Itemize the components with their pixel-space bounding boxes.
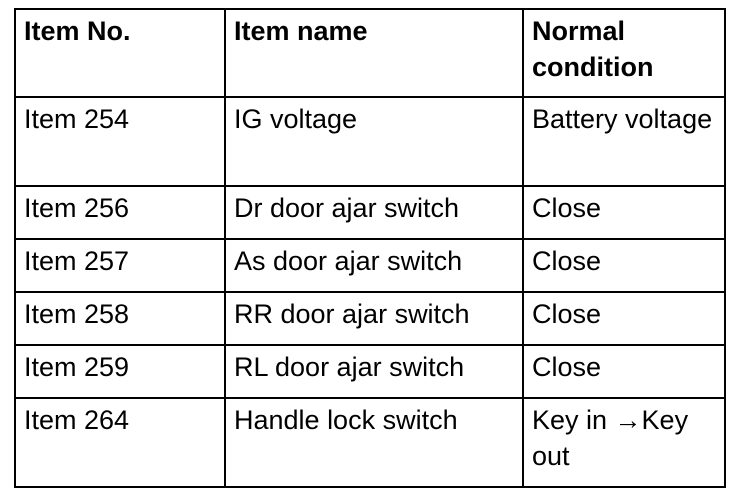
- cell-item-no: Item 257: [14, 238, 226, 293]
- table-row: Item 264 Handle lock switch Key in →Key …: [14, 397, 726, 488]
- cell-item-no: Item 254: [14, 96, 226, 187]
- table-row: Item 257 As door ajar switch Close: [14, 238, 726, 293]
- cell-condition: Battery voltage: [522, 96, 726, 187]
- item-table: Item No. Item name Normal condition Item…: [14, 8, 726, 488]
- header-item-name: Item name: [224, 8, 524, 98]
- cell-item-no: Item 259: [14, 344, 226, 399]
- cell-item-no: Item 264: [14, 397, 226, 488]
- header-row: Item No. Item name Normal condition: [14, 8, 726, 98]
- table-row: Item 256 Dr door ajar switch Close: [14, 185, 726, 240]
- cell-condition: Close: [522, 344, 726, 399]
- table-row: Item 258 RR door ajar switch Close: [14, 291, 726, 346]
- table-row: Item 259 RL door ajar switch Close: [14, 344, 726, 399]
- table-row: Item 254 IG voltage Battery voltage: [14, 96, 726, 187]
- cell-item-name: IG voltage: [224, 96, 524, 187]
- cell-item-name: Dr door ajar switch: [224, 185, 524, 240]
- cell-item-no: Item 256: [14, 185, 226, 240]
- cell-condition: Close: [522, 185, 726, 240]
- header-item-no: Item No.: [14, 8, 226, 98]
- header-normal-condition: Normal condition: [522, 8, 726, 98]
- cell-item-name: RL door ajar switch: [224, 344, 524, 399]
- cell-item-no: Item 258: [14, 291, 226, 346]
- cell-item-name: RR door ajar switch: [224, 291, 524, 346]
- cell-condition: Close: [522, 291, 726, 346]
- cell-condition: Close: [522, 238, 726, 293]
- cell-item-name: As door ajar switch: [224, 238, 524, 293]
- cell-condition: Key in →Key out: [522, 397, 726, 488]
- cell-item-name: Handle lock switch: [224, 397, 524, 488]
